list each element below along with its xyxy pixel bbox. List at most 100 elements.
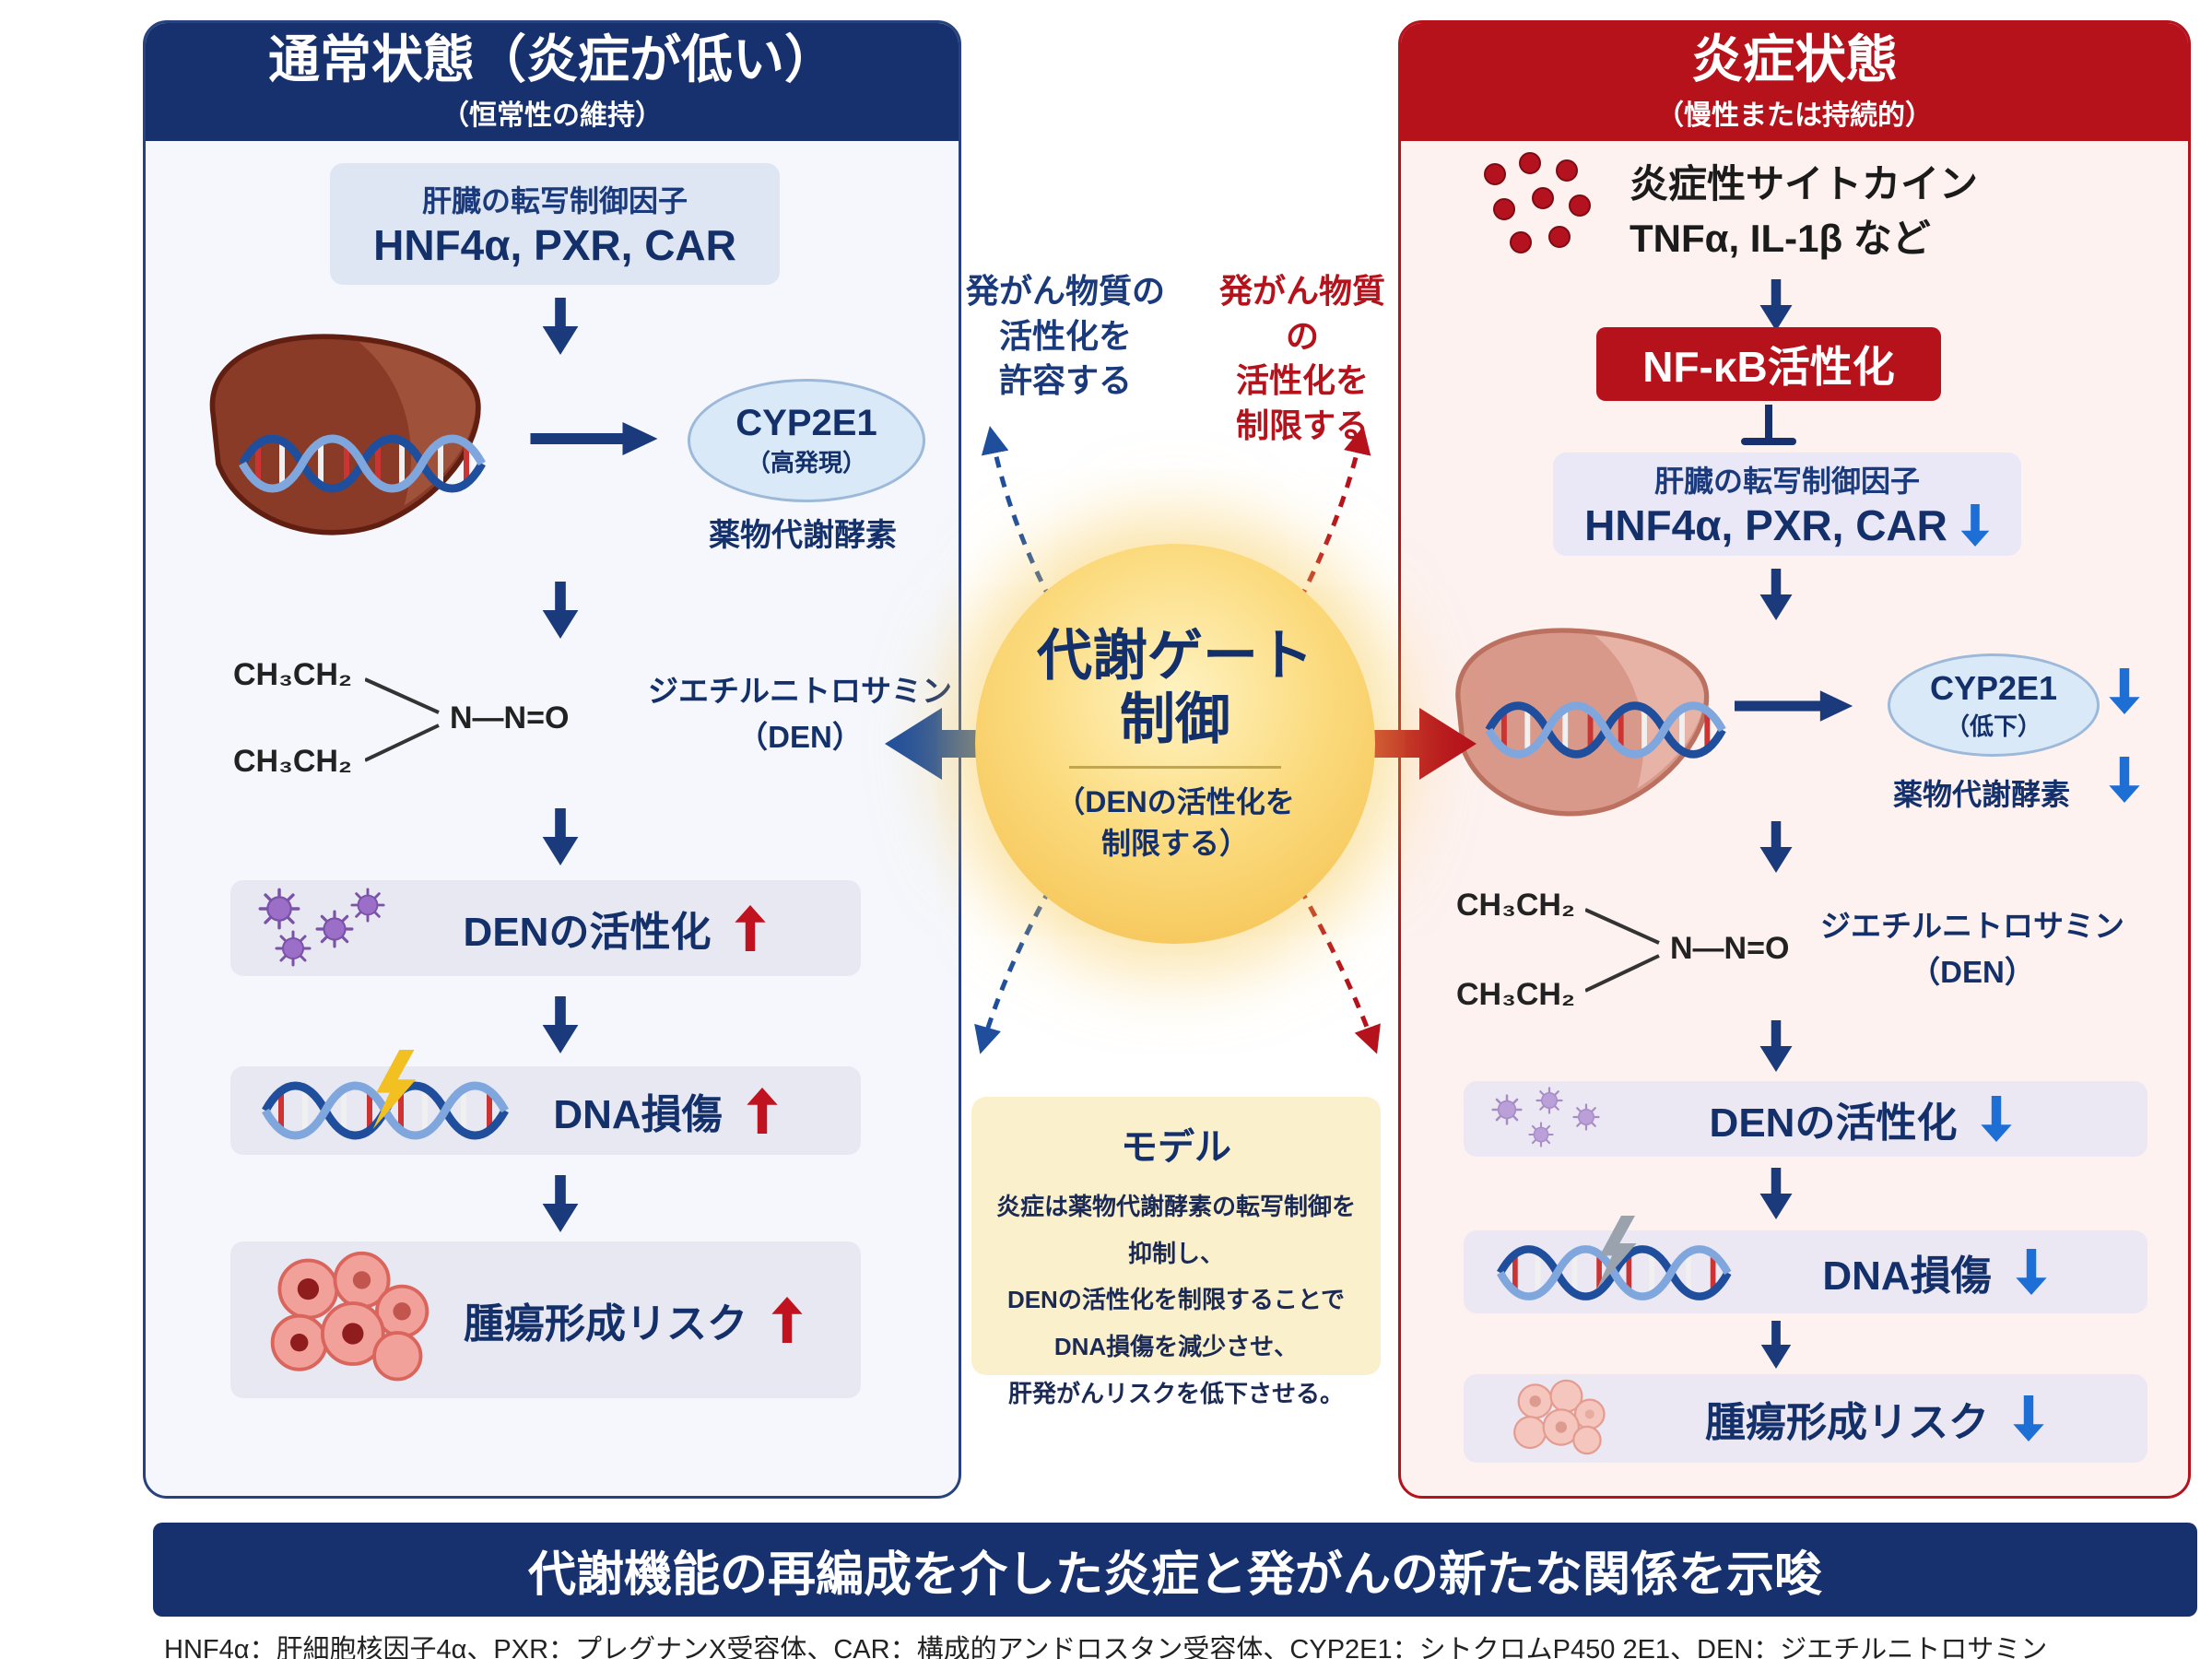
inflamed-state-panel: 炎症状態 （慢性または持続的） 炎症性サイトカイン TNFα, IL-1β など… <box>1398 20 2191 1499</box>
up-arrow-icon <box>747 1088 778 1134</box>
den-core: N—N=O <box>450 700 570 735</box>
den-ethyl-top: CH₃CH₂ <box>1456 888 1576 923</box>
den-name-label: ジエチルニトロサミン （DEN） <box>1816 903 2129 994</box>
dna-damage-box: DNA損傷 <box>230 1066 861 1155</box>
step-label: DNA損傷 <box>553 1092 723 1137</box>
gate-divider <box>1069 765 1281 769</box>
down-trend-icon <box>2109 757 2140 803</box>
den-name-line1: ジエチルニトロサミン <box>648 674 952 708</box>
right-arrow-icon <box>528 420 662 457</box>
permit-note-line1: 発がん物質の <box>965 272 1165 310</box>
restrict-note-line2: 活性化を <box>1235 361 1369 400</box>
dna-damage-box: DNA損傷 <box>1464 1230 2147 1313</box>
cytokine-label: 炎症性サイトカイン TNFα, IL-1β など <box>1630 158 1978 266</box>
down-arrow-icon <box>1756 1321 1796 1369</box>
cytokine-line2: TNFα, IL-1β など <box>1630 216 1931 260</box>
normal-panel-title: 通常状態（炎症が低い） <box>268 30 836 89</box>
den-name-line2: （DEN） <box>737 719 863 754</box>
model-title: モデル <box>1121 1127 1231 1168</box>
dna-helix-icon <box>1477 694 1744 766</box>
cyp2e1-ellipse: CYP2E1 （低下） <box>1888 653 2100 757</box>
down-arrow-icon <box>1756 821 1796 873</box>
dna-helix-icon <box>238 427 496 500</box>
inflamed-panel-header: 炎症状態 （慢性または持続的） <box>1401 23 2188 141</box>
abbreviation-footnote: HNF4α：肝細胞核因子4α、PXR：プレグナンX受容体、CAR：構成的アンドロ… <box>164 1635 2048 1659</box>
model-line: 肝発がんリスクを低下させる。 <box>1007 1379 1344 1407</box>
down-arrow-icon <box>540 298 581 355</box>
den-bond-lines <box>365 677 440 762</box>
up-arrow-icon <box>771 1297 803 1343</box>
den-activation-box: DENの活性化 <box>1464 1081 2147 1157</box>
virus-particles-icon <box>258 888 385 967</box>
permit-note-line2: 活性化を <box>998 316 1132 355</box>
up-arrow-icon <box>735 905 766 951</box>
normal-panel-header: 通常状態（炎症が低い） （恒常性の維持） <box>146 23 959 141</box>
tf-box-factors: HNF4α, PXR, CAR <box>373 221 736 269</box>
normal-state-panel: 通常状態（炎症が低い） （恒常性の維持） 肝臓の転写制御因子 HNF4α, PX… <box>143 20 961 1499</box>
tumor-cells-icon <box>256 1249 441 1392</box>
tf-box-caption: 肝臓の転写制御因子 <box>421 184 688 218</box>
down-arrow-icon <box>540 996 581 1053</box>
virus-particles-icon <box>1491 1087 1600 1147</box>
normal-panel-subtitle: （恒常性の維持） <box>441 100 663 131</box>
restrict-note-line1: 発がん物質の <box>1218 272 1385 355</box>
step-label: DENの活性化 <box>1709 1100 1958 1146</box>
cyp2e1-name: CYP2E1 <box>735 403 877 443</box>
down-trend-icon <box>2016 1249 2047 1295</box>
enzyme-label: 薬物代謝酵素 <box>709 518 897 553</box>
inflamed-panel-title: 炎症状態 <box>1691 30 1898 89</box>
down-trend-icon <box>2109 668 2140 714</box>
tumor-risk-box: 腫瘍形成リスク <box>230 1241 861 1398</box>
cytokine-line1: 炎症性サイトカイン <box>1630 162 1979 206</box>
down-trend-icon <box>2013 1395 2044 1441</box>
step-label: 腫瘍形成リスク <box>1705 1400 1989 1445</box>
inhibition-bar-icon <box>1741 405 1796 445</box>
down-arrow-icon <box>1756 1168 1796 1219</box>
tumor-risk-box: 腫瘍形成リスク <box>1464 1374 2147 1463</box>
tf-box-caption: 肝臓の転写制御因子 <box>1653 465 1920 498</box>
down-trend-icon <box>1960 504 1990 547</box>
gate-title-line2: 制御 <box>1120 688 1230 750</box>
conclusion-banner: 代謝機能の再編成を介した炎症と発がんの新たな関係を示唆 <box>153 1523 2197 1617</box>
tumor-cells-icon <box>1489 1378 1628 1461</box>
cyp2e1-ellipse: CYP2E1 （高発現） <box>688 379 925 502</box>
gate-subtitle-line2: 制限する） <box>1100 826 1249 860</box>
model-line: 炎症は薬物代謝酵素の転写制御を抑制し、 <box>995 1193 1356 1267</box>
cyp2e1-state: （低下） <box>1945 712 2041 740</box>
block-arrow-right-icon <box>1366 708 1477 780</box>
gate-subtitle-line1: （DENの活性化を <box>1055 784 1295 818</box>
permit-note-line3: 許容する <box>998 361 1132 400</box>
den-ethyl-bottom: CH₃CH₂ <box>1456 977 1576 1012</box>
block-arrow-left-icon <box>885 708 995 780</box>
inflamed-panel-subtitle: （慢性または持続的） <box>1656 100 1933 131</box>
den-bond-lines <box>1585 908 1660 993</box>
model-line: DNA損傷を減少させ、 <box>1053 1333 1299 1361</box>
down-arrow-icon <box>540 582 581 639</box>
down-arrow-icon <box>540 808 581 865</box>
liver-tf-box: 肝臓の転写制御因子 HNF4α, PXR, CAR <box>1553 453 2021 556</box>
cyp2e1-name: CYP2E1 <box>1929 668 2058 707</box>
tf-box-factors: HNF4α, PXR, CAR <box>1584 501 1947 549</box>
den-ethyl-top: CH₃CH₂ <box>233 657 353 692</box>
gate-title-line1: 代謝ゲート <box>1037 624 1313 687</box>
down-arrow-icon <box>540 1175 581 1232</box>
den-ethyl-bottom: CH₃CH₂ <box>233 744 353 779</box>
step-label: DNA損傷 <box>1822 1253 1992 1299</box>
liver-tf-box: 肝臓の転写制御因子 HNF4α, PXR, CAR <box>330 163 780 285</box>
den-core: N—N=O <box>1670 931 1790 966</box>
model-box: モデル 炎症は薬物代謝酵素の転写制御を抑制し、 DENの活性化を制限することで … <box>971 1097 1381 1407</box>
metabolic-gate-circle: 代謝ゲート 制御 （DENの活性化を 制限する） <box>975 544 1375 944</box>
down-trend-icon <box>1981 1096 2012 1142</box>
model-line: DENの活性化を制限することで <box>1006 1286 1346 1314</box>
step-label: DENの活性化 <box>463 910 712 955</box>
permit-note: 発がん物質の 活性化を 許容する <box>964 269 1167 404</box>
down-arrow-icon <box>1756 279 1796 331</box>
right-arrow-icon <box>1735 688 1854 724</box>
den-name-label: ジエチルニトロサミン （DEN） <box>648 668 952 759</box>
den-name-line1: ジエチルニトロサミン <box>1820 909 2124 943</box>
cyp2e1-state: （高発現） <box>746 449 866 477</box>
step-label: 腫瘍形成リスク <box>464 1301 747 1347</box>
cytokine-dots-icon <box>1484 152 1591 253</box>
lightning-icon <box>1593 1216 1641 1289</box>
